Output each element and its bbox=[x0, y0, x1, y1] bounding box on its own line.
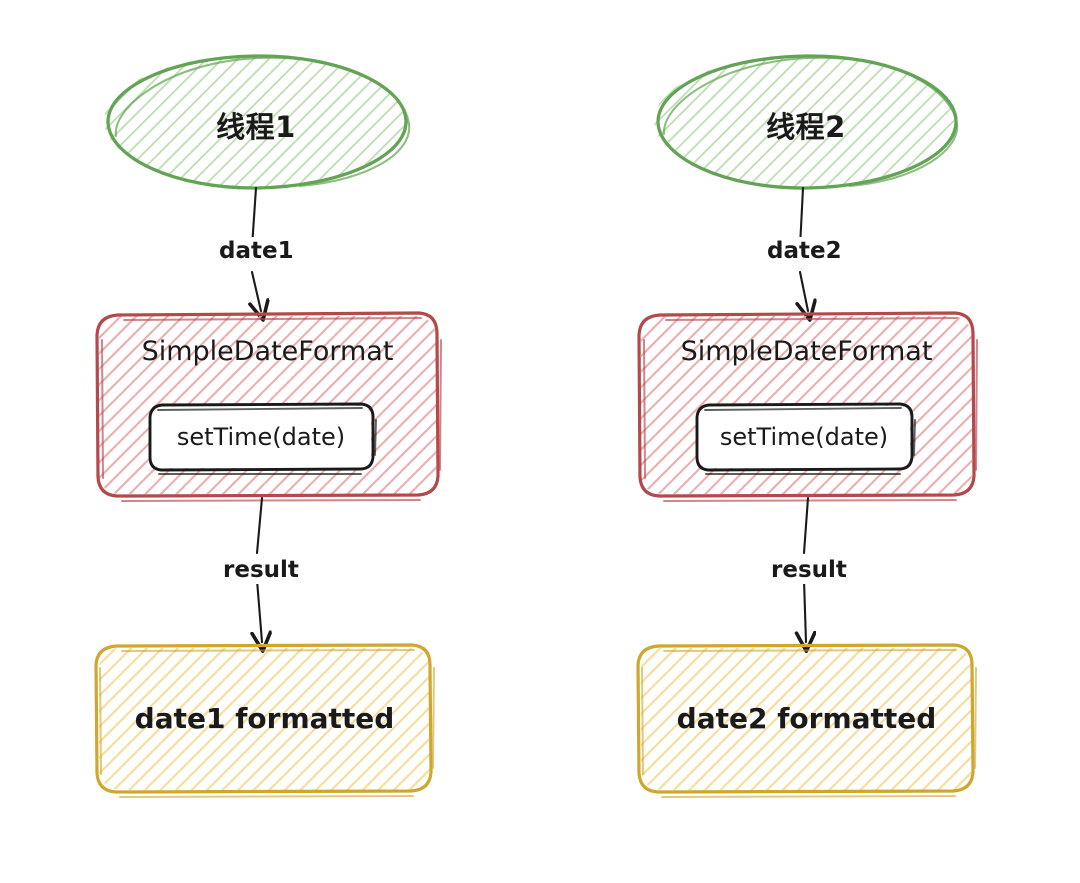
edge-format-to-result-right bbox=[802, 496, 810, 642]
method-box-outline-left bbox=[148, 402, 375, 472]
method-node-right[interactable] bbox=[695, 402, 916, 475]
method-box-outline-right bbox=[695, 402, 914, 472]
edge-line-lower-right bbox=[800, 270, 808, 311]
edge-line-lower-result-right bbox=[804, 578, 806, 642]
result-box-outline-right bbox=[636, 643, 975, 794]
edge-line-lower-left bbox=[252, 270, 261, 311]
edge-label-result-left: result bbox=[218, 556, 304, 584]
edge-format-to-result-left bbox=[255, 496, 264, 642]
result-box-fill-right bbox=[641, 648, 972, 790]
format-box-outline-left bbox=[95, 311, 440, 498]
format-box-outline-right bbox=[637, 311, 976, 498]
edge-line-upper-result-left bbox=[255, 496, 264, 555]
result-box-outline2-right bbox=[641, 649, 977, 798]
result-box-outline2-left bbox=[99, 649, 435, 798]
thread-ellipse-outline-left bbox=[106, 54, 408, 190]
method-box-outline2-left bbox=[157, 407, 377, 475]
method-box-fill-right bbox=[698, 406, 910, 468]
thread-node-right[interactable] bbox=[654, 54, 959, 190]
method-node-left[interactable] bbox=[148, 402, 377, 475]
method-box-fill-left bbox=[151, 406, 371, 468]
edge-label-date-right: date2 bbox=[762, 237, 847, 265]
thread-ellipse-outline2-left bbox=[114, 56, 411, 188]
format-box-outline2-left bbox=[101, 317, 442, 502]
edge-line-lower-result-left bbox=[257, 578, 262, 642]
result-node-right[interactable] bbox=[636, 643, 977, 798]
thread-node-left[interactable] bbox=[104, 54, 411, 190]
format-box-outline2-right bbox=[643, 317, 978, 502]
method-box-outline2-right bbox=[704, 407, 916, 475]
edge-label-date-left: date1 bbox=[214, 237, 299, 265]
thread-ellipse-outline2-right bbox=[662, 56, 959, 188]
thread-ellipse-fill-right bbox=[654, 55, 958, 187]
result-box-outline-left bbox=[94, 643, 433, 794]
edge-label-result-right: result bbox=[766, 556, 852, 584]
thread-ellipse-fill-left bbox=[104, 55, 408, 187]
result-node-left[interactable] bbox=[94, 643, 435, 798]
edge-line-upper-result-right bbox=[802, 496, 810, 555]
result-box-fill-left bbox=[99, 648, 430, 790]
